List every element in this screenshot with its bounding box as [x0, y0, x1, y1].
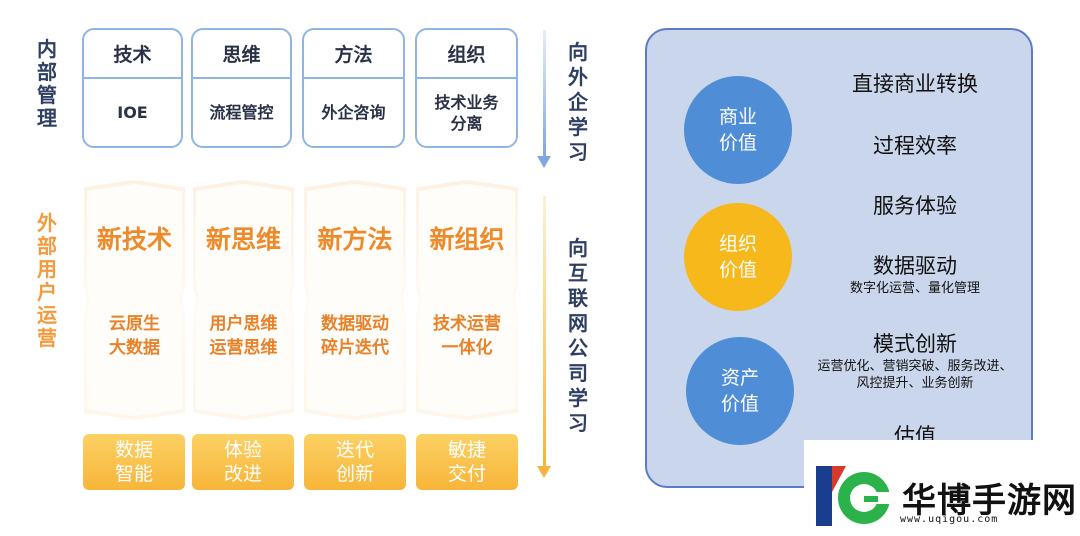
hex-line2: 运营思维 [209, 338, 278, 358]
hex-title: 新方法 [317, 225, 393, 254]
top-box-title: 方法 [304, 30, 403, 79]
circle-asset-value: 资产 价值 [686, 337, 794, 445]
item-service-experience: 服务体验 [873, 194, 957, 218]
watermark-text: 华博手游网 [902, 481, 1077, 521]
internal-management-label: 内 部 管 理 [37, 37, 57, 130]
hex-new-organization: 新组织 技术运营 一体化 [416, 180, 518, 420]
learn-from-foreign-label: 向 外 企 学 习 [568, 40, 588, 164]
top-box-technology: 技术 IOE [82, 28, 183, 148]
hex-title: 新组织 [429, 225, 505, 254]
hex-line2: 碎片迭代 [321, 338, 389, 358]
watermark-logo-icon [816, 466, 890, 526]
bottom-box-agile-delivery: 敏捷交付 [416, 434, 518, 490]
hex-line2: 大数据 [109, 338, 160, 358]
hex-title: 新思维 [205, 225, 281, 254]
top-box-title: 组织 [417, 30, 516, 79]
top-box-detail: IOE [117, 103, 148, 122]
bottom-box-iteration-innovation: 迭代创新 [304, 434, 406, 490]
hex-line1: 技术运营 [433, 314, 501, 334]
hex-line2: 一体化 [441, 338, 493, 358]
circle-business-value: 商业 价值 [684, 76, 792, 184]
arrow-head-orange-icon [537, 466, 551, 478]
value-panel: 商业 价值 组织 价值 资产 价值 直接商业转换 过程效率 服务体验 数据驱动 … [645, 28, 1033, 488]
item-direct-conversion: 直接商业转换 [852, 72, 978, 96]
hex-new-method: 新方法 数据驱动 碎片迭代 [304, 180, 406, 420]
top-box-detail: 外企咨询 [321, 103, 386, 122]
hex-new-technology: 新技术 云原生 大数据 [84, 180, 185, 420]
hex-new-thinking: 新思维 用户思维 运营思维 [193, 180, 294, 420]
external-user-operation-label: 外 部 用 户 运 营 [37, 211, 57, 350]
top-box-thinking: 思维 流程管控 [191, 28, 292, 148]
item-process-efficiency: 过程效率 [873, 134, 957, 158]
top-box-method: 方法 外企咨询 [302, 28, 405, 148]
item-model-innovation: 模式创新 运营优化、营销突破、服务改进、 风控提升、业务创新 [817, 332, 1013, 391]
top-box-title: 技术 [84, 30, 181, 79]
arrow-down-blue [543, 30, 546, 158]
top-box-title: 思维 [193, 30, 290, 79]
hex-title: 新技术 [96, 225, 172, 254]
circle-organization-value: 组织 价值 [684, 203, 792, 311]
bottom-box-experience-improvement: 体验改进 [192, 434, 294, 490]
arrow-down-orange [543, 196, 546, 468]
item-data-driven: 数据驱动 数字化运营、量化管理 [849, 254, 980, 296]
watermark-url: www.uqigou.com [900, 514, 999, 525]
top-box-detail: 流程管控 [209, 103, 274, 122]
hex-line1: 数据驱动 [321, 314, 389, 334]
bottom-box-data-intelligence: 数据智能 [83, 434, 185, 490]
hex-line1: 用户思维 [209, 314, 278, 334]
arrow-head-blue-icon [537, 156, 551, 168]
hex-line1: 云原生 [109, 314, 160, 334]
top-box-detail: 技术业务分离 [434, 92, 499, 133]
top-box-organization: 组织 技术业务分离 [415, 28, 518, 148]
learn-from-internet-label: 向 互 联 网 公 司 学 习 [568, 236, 588, 435]
